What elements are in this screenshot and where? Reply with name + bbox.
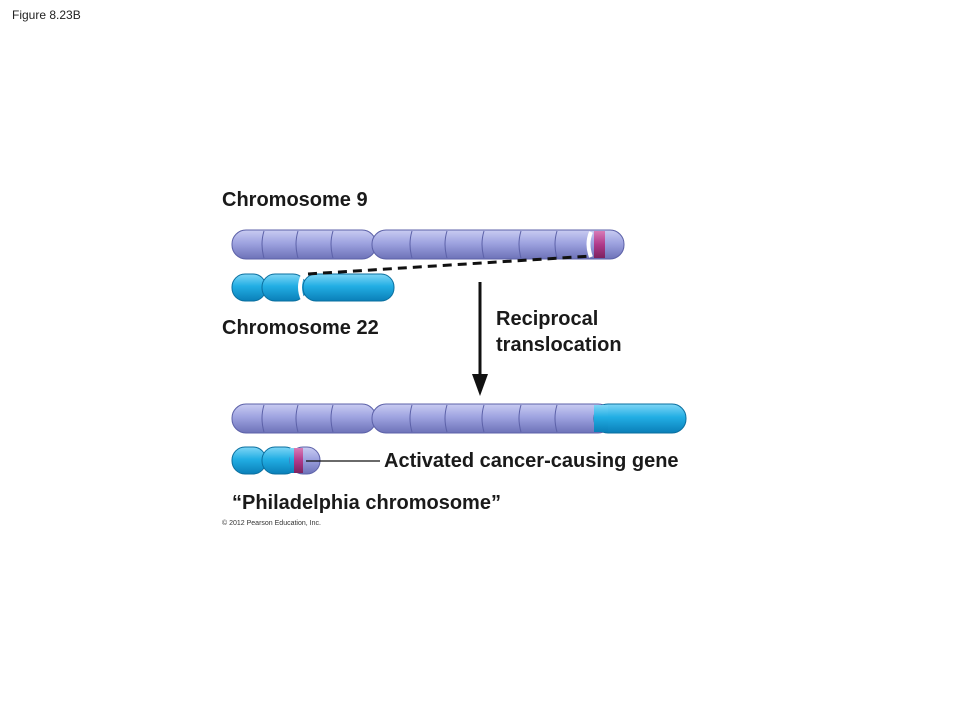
- chromosome-9-label: Chromosome 9: [222, 189, 368, 211]
- fusion-gene-marker: [294, 448, 303, 473]
- activated-gene-label: Activated cancer-causing gene: [384, 450, 679, 472]
- philadelphia-label: “Philadelphia chromosome”: [232, 492, 501, 514]
- chromosome-9-bands: [261, 230, 558, 259]
- chromosome-9: [231, 229, 625, 260]
- abl-gene-marker: [594, 231, 605, 258]
- process-label-line-1: Reciprocal: [496, 308, 599, 330]
- chromosome-9-break-point: [586, 231, 593, 258]
- down-arrow-icon: [472, 282, 488, 396]
- chromosome-22-label: Chromosome 22: [222, 317, 379, 339]
- copyright-notice: © 2012 Pearson Education, Inc.: [222, 520, 321, 527]
- process-label-line-2: translocation: [496, 334, 622, 356]
- chromosome-22: [231, 273, 395, 302]
- derivative-chromosome-9: [231, 403, 687, 434]
- figure-label: Figure 8.23B: [12, 8, 81, 22]
- philadelphia-chromosome: [231, 446, 321, 475]
- chromosome-22-break-point: [298, 274, 305, 301]
- process-label: Reciprocal translocation: [496, 306, 622, 358]
- breakpoint-dashed-line: [307, 254, 593, 276]
